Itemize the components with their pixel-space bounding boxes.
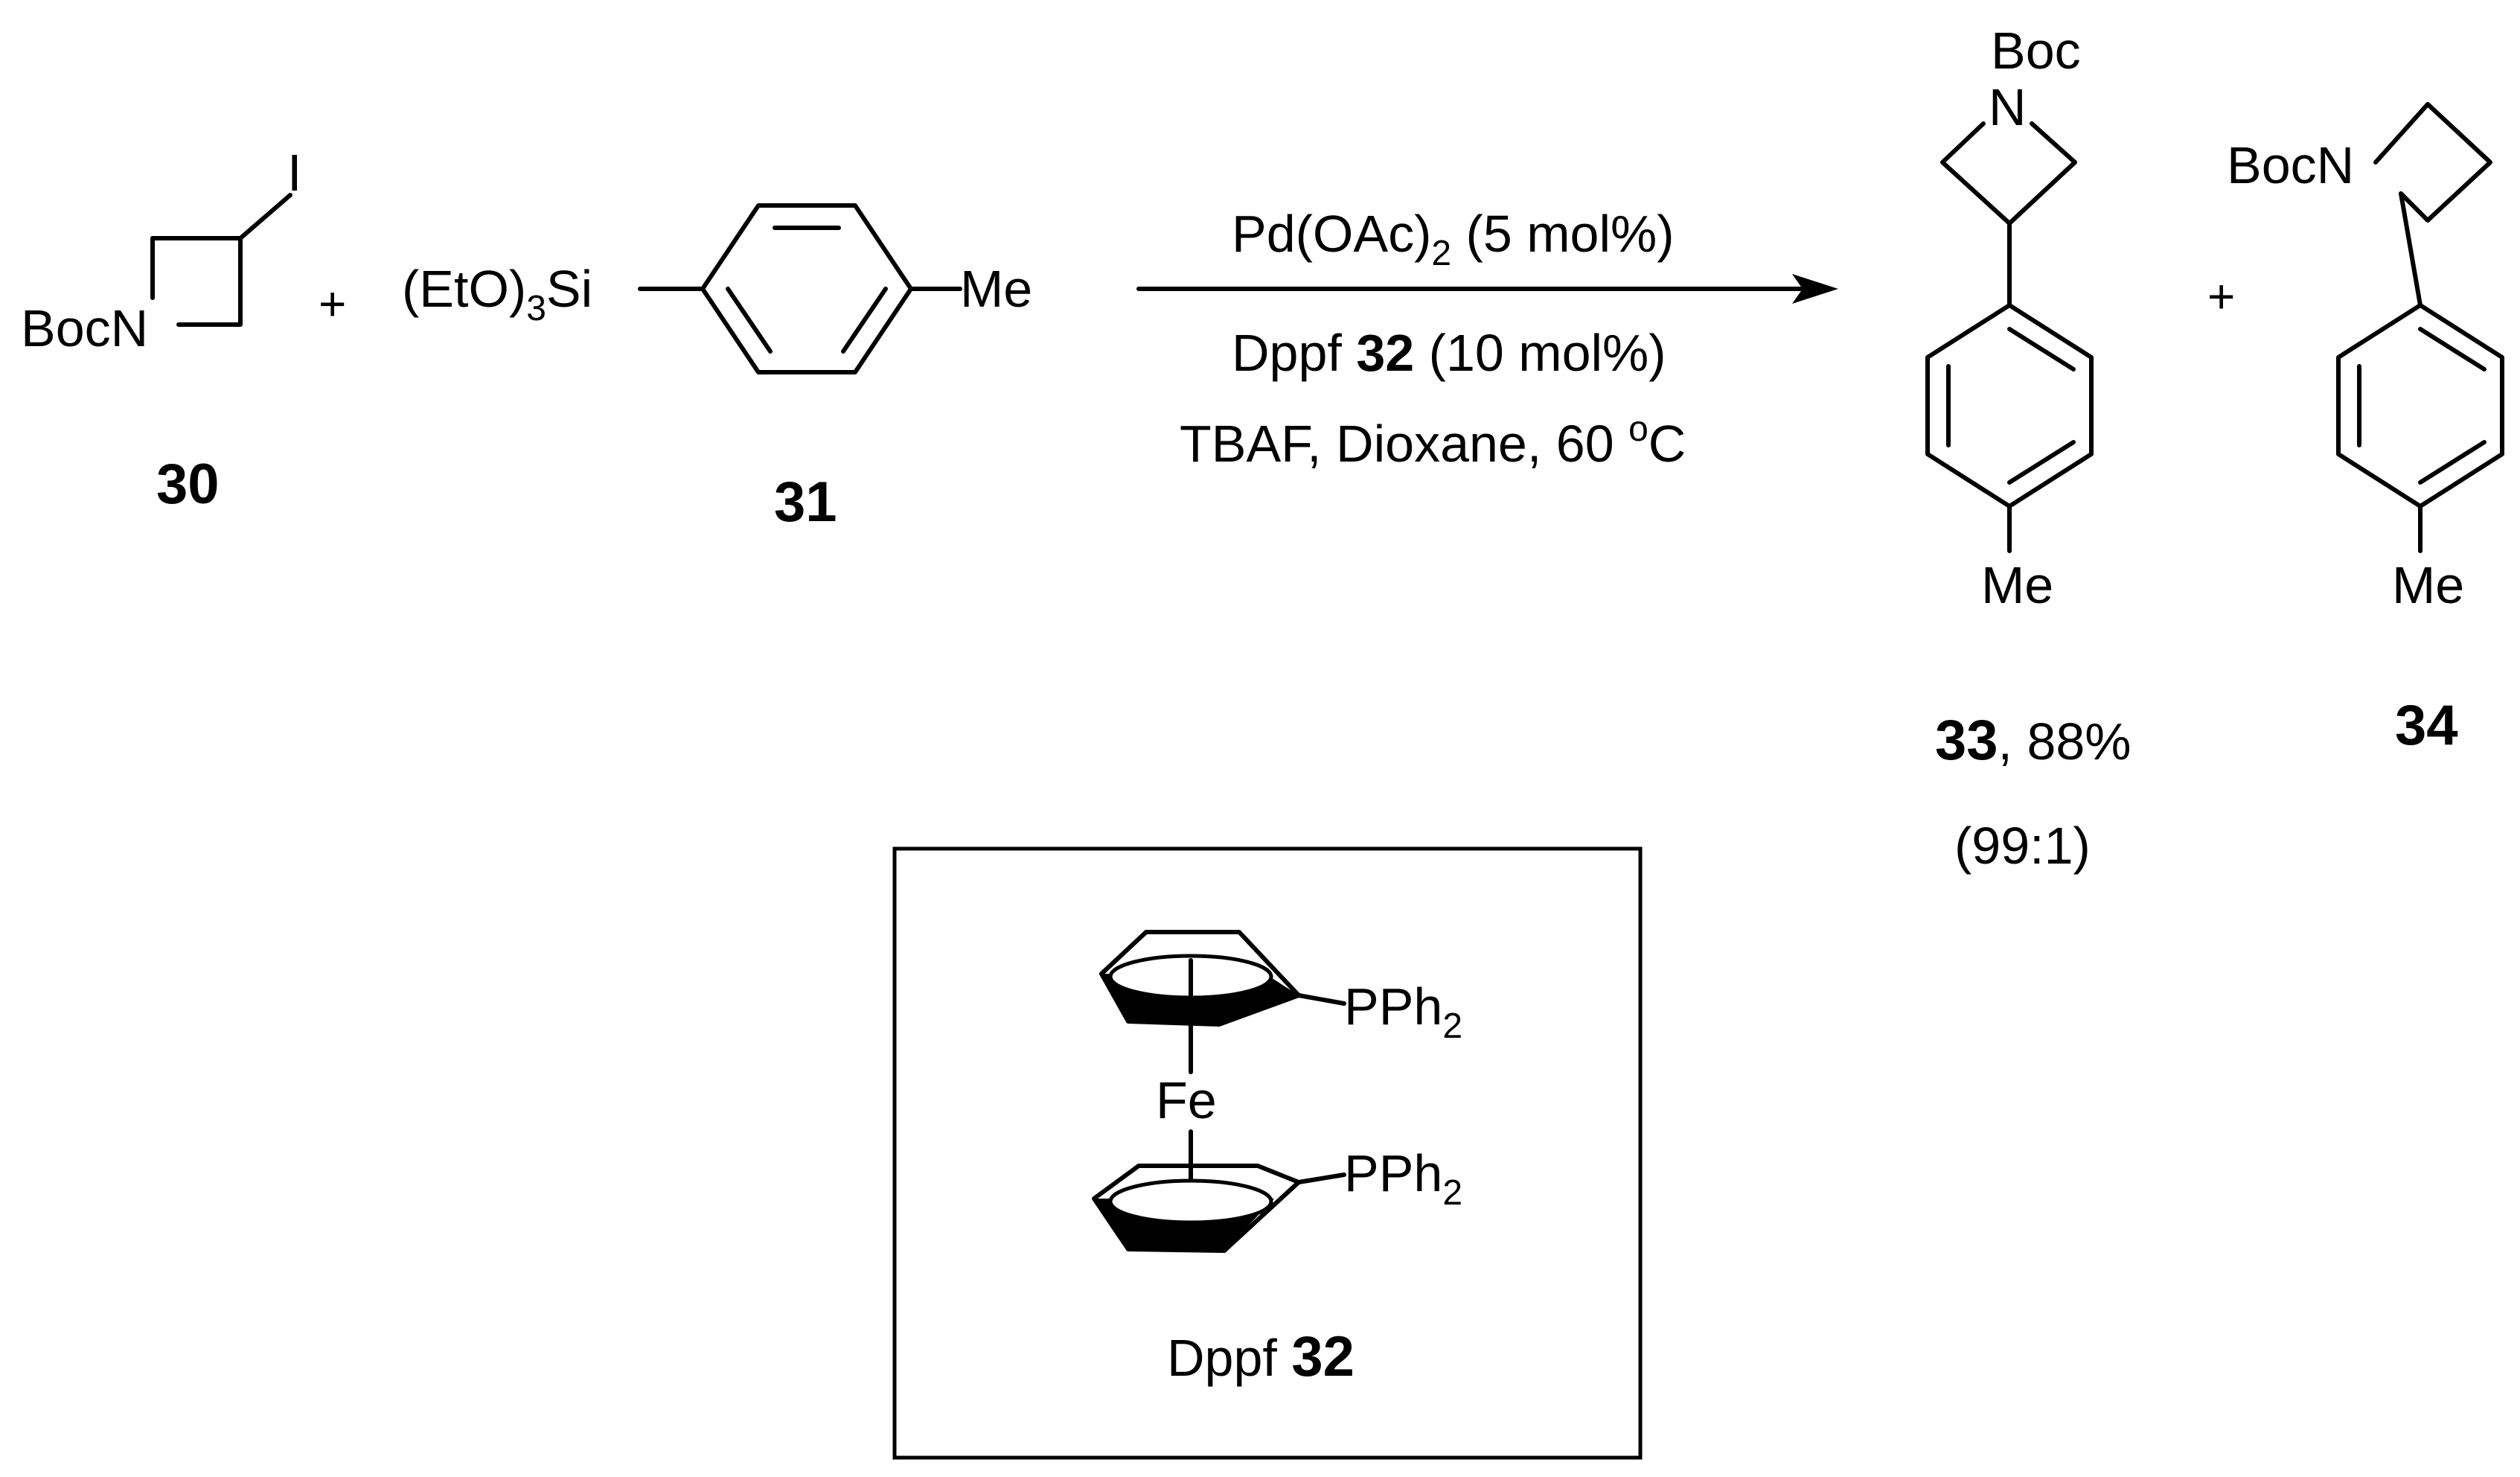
methyl-label-31: Me — [960, 260, 1032, 318]
ligand-caption: Dppf 32 — [1167, 1325, 1355, 1388]
lower-cp-ring: PPh2 — [1092, 1144, 1462, 1253]
double-bond-34b — [2418, 440, 2487, 485]
product-33: Boc N Me 33, 88% (99:1) — [1925, 22, 2132, 875]
conditions-line-3: TBAF, Dioxane, 60 oC — [1180, 409, 1686, 473]
plus-sign-1: + — [319, 277, 346, 331]
double-bond-33a — [2007, 327, 2076, 371]
compound-30: I BocN 30 — [21, 144, 301, 516]
ratio-label-33: (99:1) — [1954, 817, 2091, 875]
methyl-label-33: Me — [1981, 556, 2053, 614]
ligand-box-dppf: PPh2 Fe PPh2 Dppf 32 — [892, 846, 1643, 1460]
product-34: BocN Me 34 — [2227, 102, 2504, 757]
compound-number-31: 31 — [774, 470, 837, 534]
compound-31: (EtO)3Si Me 31 — [402, 203, 1032, 534]
double-bond-31b — [841, 287, 888, 354]
azetidine-ring-30 — [150, 236, 243, 327]
benzene-ring-31 — [700, 203, 913, 374]
c3-iodo-bond-30 — [238, 193, 292, 240]
reaction-conditions: Pd(OAc)2 (5 mol%) Dppf 32 (10 mol%) TBAF… — [1136, 205, 1838, 473]
azetidine-ring-33a — [1940, 121, 2012, 226]
ring-aryl-bond-34 — [2399, 191, 2423, 307]
upper-cp-p-bond — [1296, 993, 1346, 1006]
conditions-line-1: Pd(OAc)2 (5 mol%) — [1232, 205, 1675, 273]
silyl-label-31: (EtO)3Si — [402, 260, 592, 328]
conditions-line-2: Dppf 32 (10 mol%) — [1232, 324, 1666, 382]
compound-number-30: 30 — [156, 453, 220, 516]
benzene-ring-34 — [2336, 303, 2504, 508]
double-bond-34a — [2418, 327, 2487, 371]
lower-cp-p-bond — [1296, 1173, 1346, 1184]
lower-pph2-label: PPh2 — [1344, 1144, 1462, 1213]
azetidine-ring-34 — [2373, 102, 2492, 223]
compound-number-34: 34 — [2395, 694, 2458, 757]
bocn-label-34: BocN — [2227, 136, 2354, 194]
upper-pph2-label: PPh2 — [1344, 977, 1462, 1046]
double-bond-33b — [2007, 440, 2076, 485]
ligand-box-frame — [892, 846, 1643, 1460]
lower-cp-inner-ellipse — [1108, 1178, 1273, 1225]
fe-label: Fe — [1156, 1071, 1217, 1129]
bocn-label-30: BocN — [21, 299, 148, 357]
boc-label-33: Boc — [1991, 22, 2081, 80]
reaction-arrow-head — [1792, 274, 1838, 304]
compound-label-33: 33, 88% — [1935, 709, 2132, 772]
n-label-33: N — [1989, 78, 2027, 136]
iodo-label-30: I — [287, 144, 301, 202]
benzene-ring-33 — [1925, 303, 2094, 508]
double-bond-31c — [726, 287, 773, 354]
methyl-label-34: Me — [2392, 556, 2464, 614]
upper-cp-ring: PPh2 — [1099, 930, 1462, 1046]
azetidine-ring-33b — [2007, 121, 2077, 226]
plus-sign-2: + — [2207, 269, 2235, 323]
